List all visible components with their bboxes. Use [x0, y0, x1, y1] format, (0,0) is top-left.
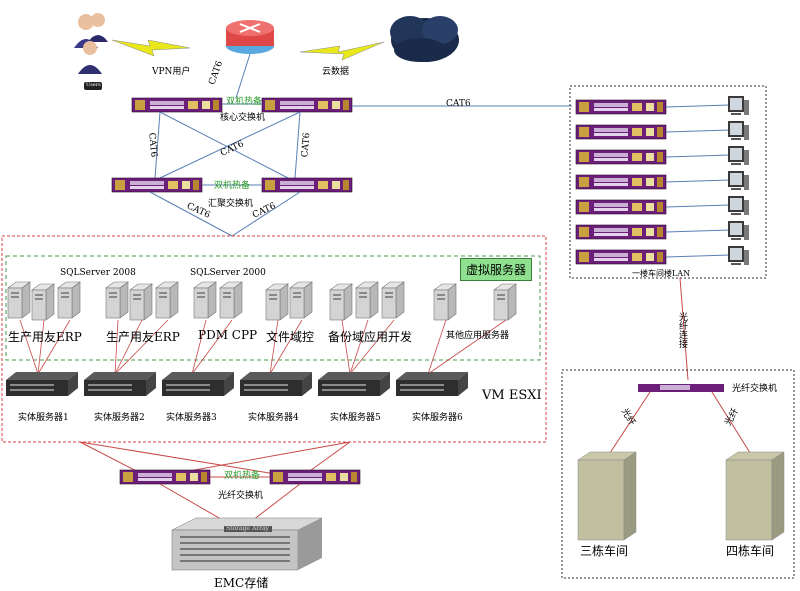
lan-switch-4 [575, 174, 667, 190]
users-icon [74, 13, 108, 90]
lan-switch-2 [575, 124, 667, 140]
building-3-icon [577, 451, 637, 541]
router-icon [226, 20, 274, 54]
lan-switch-7 [575, 249, 667, 265]
group-label-5: 备份域应用开发 [328, 330, 413, 344]
sql-2000-label: SQLServer 2000 [190, 268, 266, 278]
lan-pc-icon-2 [728, 121, 749, 140]
group-label-3: PDM CPP [198, 328, 258, 342]
users-badge: Users [86, 82, 101, 88]
physical-server-6: 实体服务器6 [412, 413, 463, 423]
server-group-1 [7, 281, 81, 321]
core-ha-label: 双机热备 [226, 97, 263, 107]
group-label-4: 文件域控 [266, 330, 315, 344]
core-cross-label-1: CAT6 [146, 132, 159, 158]
workshop-box [561, 369, 795, 579]
storage-fiber-switch-label: 光纤交换机 [218, 491, 264, 501]
server-group-6 [433, 283, 517, 321]
virtual-server-tag: 虚拟服务器 [460, 258, 533, 281]
lan-pc-icon-3 [728, 146, 749, 165]
workshop-fiber-switch-label: 光纤交换机 [732, 384, 778, 394]
vpn-label: VPN用户 [152, 67, 191, 77]
physical-server-5: 实体服务器5 [330, 413, 381, 423]
server-group-5 [329, 281, 405, 321]
physical-server-3: 实体服务器3 [166, 413, 217, 423]
lan-link-5 [665, 204, 731, 208]
lan-switch-6 [575, 224, 667, 240]
cloud-label: 云数据 [322, 67, 350, 77]
lan-link-2 [665, 129, 731, 133]
lan-pc-icon-5 [728, 196, 749, 215]
vm-esxi-label: VM ESXI [482, 388, 542, 403]
esxi-cluster-box [1, 235, 547, 443]
lan-switch-3 [575, 149, 667, 165]
lan-label: 一楼车间楼LAN [632, 269, 691, 278]
core-cross-label-3: CAT6 [300, 132, 313, 158]
building-3-label: 三栋车间 [580, 544, 629, 558]
building-4-icon [725, 451, 785, 541]
vpn-bolt-icon [111, 39, 191, 57]
group-label-2: 生产用友ERP [106, 330, 180, 344]
sql-2008-label: SQLServer 2008 [60, 268, 136, 278]
group-label-6: 其他应用服务器 [446, 331, 510, 341]
lan-pc-icon-6 [728, 221, 749, 240]
storage-array-text: Storage Array [226, 525, 269, 532]
lan-link-1 [665, 104, 731, 108]
group-label-1: 生产用友ERP [8, 330, 82, 344]
lan-link-7 [665, 254, 731, 258]
lan-link-6 [665, 229, 731, 233]
lan-switch-rows [575, 96, 749, 265]
physical-server-4: 实体服务器4 [248, 413, 299, 423]
emc-storage-label: EMC存储 [214, 576, 269, 590]
fiber-switch-icon [638, 384, 724, 392]
lan-fiber-link-label: 光纤连接 [677, 312, 687, 348]
lan-switch-1 [575, 99, 667, 115]
agg-ha-label: 双机热备 [214, 181, 251, 191]
server-group-3 [193, 281, 243, 319]
server-group-2 [105, 281, 179, 321]
lan-switch-5 [575, 199, 667, 215]
core-lan-link-label: CAT6 [446, 99, 471, 109]
lan-link-4 [665, 179, 731, 183]
server-group-4 [265, 281, 313, 321]
physical-server-2: 实体服务器2 [94, 413, 145, 423]
storage-array-icon [171, 517, 323, 571]
lan-pc-icon-4 [728, 171, 749, 190]
physical-server-1: 实体服务器1 [18, 413, 69, 423]
lan-pc-icon-7 [728, 246, 749, 265]
lan-pc-icon-1 [728, 96, 749, 115]
lan-box [569, 85, 767, 279]
storage-ha-label: 双机热备 [224, 471, 261, 481]
building-4-label: 四栋车间 [726, 544, 775, 558]
cloud-icon [390, 16, 459, 62]
cloud-bolt-icon [299, 41, 385, 61]
core-switch-label: 核心交换机 [220, 113, 266, 123]
agg-switch-label: 汇聚交换机 [208, 199, 254, 209]
lan-link-3 [665, 154, 731, 158]
virtual-server-box [5, 255, 541, 361]
